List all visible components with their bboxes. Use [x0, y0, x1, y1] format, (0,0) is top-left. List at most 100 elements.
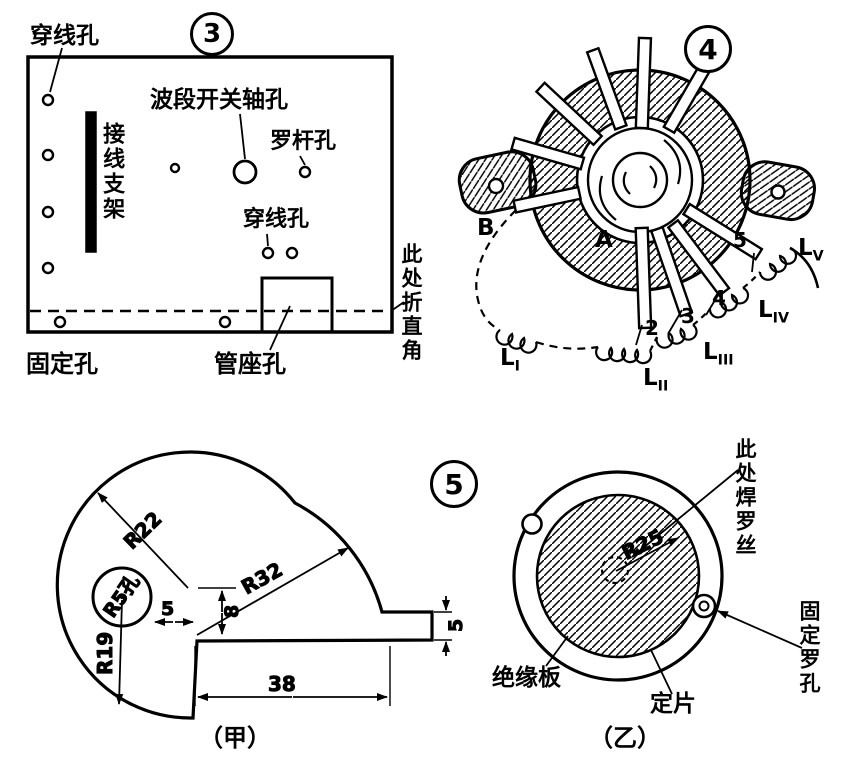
coil-sub: V	[812, 248, 824, 265]
fig3-wiring-bracket-bar	[85, 111, 97, 253]
fig4-slot-pins	[509, 36, 764, 330]
fig5-label-solder-here: 此处焊罗丝	[733, 438, 758, 558]
fig3-label-screw-rod-hole: 罗杆孔	[270, 129, 337, 154]
wire-hole	[41, 148, 55, 162]
fig5-number: 5	[444, 467, 464, 501]
fig5-yi-disc: R25	[512, 469, 803, 695]
fig3-label-wire-hole-mid: 穿线孔	[243, 207, 310, 232]
cam-dimensions	[97, 492, 452, 706]
fig3-label-wiring-bracket: 接线支架	[99, 122, 125, 222]
wire-hole	[41, 93, 55, 107]
fig5-label-stator-plate: 定片	[650, 691, 696, 717]
band-switch-shaft-hole	[232, 159, 258, 185]
tap-line-3	[667, 309, 683, 335]
coil-base: L	[758, 297, 773, 323]
fig5-number-badge: 5	[430, 460, 478, 508]
fig3-label-bend-right-angle-here: 此处折直角	[399, 243, 424, 363]
dim-line-r25	[615, 537, 679, 572]
fig5-yi-caption: （乙）	[589, 724, 661, 752]
fig4-tap-3: 3	[681, 304, 695, 328]
fig4-coil-label-L3: LIII	[703, 340, 734, 369]
coil-sub: IV	[772, 310, 789, 327]
fixing-hole	[53, 315, 67, 329]
fig3-leader-lines	[49, 47, 405, 351]
dim-text-r19: R19	[93, 632, 117, 675]
tap-pin-5	[681, 202, 764, 261]
disc-annotations	[545, 469, 803, 695]
fig3-label-tube-socket-hole: 管座孔	[214, 350, 286, 378]
dim-text-8: 8	[221, 605, 243, 618]
tap-line-2	[635, 324, 643, 346]
leader-insulation-board	[545, 635, 569, 667]
fixing-hole	[218, 315, 232, 329]
fig4-point-a: A	[595, 227, 613, 253]
fig3-label-wire-hole-top: 穿线孔	[30, 23, 99, 49]
fig4-rotor	[586, 126, 694, 234]
fig4-tap-5: 5	[733, 228, 747, 252]
coil-L5	[758, 246, 798, 281]
fig4-coil-label-L5: LV	[798, 236, 824, 265]
winding-link-dashed	[742, 271, 761, 289]
small-hole	[169, 162, 181, 174]
dim-text-5-left: 5	[161, 598, 174, 620]
leader-stator-plate	[650, 649, 673, 695]
fig4-winding	[475, 209, 820, 365]
coil-sub: III	[717, 352, 734, 369]
wire-hole	[261, 246, 275, 260]
disc-stator-plate	[535, 493, 701, 659]
tap-line-5	[751, 252, 755, 273]
tap-pin-2	[634, 226, 653, 330]
fig4-coil-label-L2: LII	[643, 366, 668, 395]
fig4-rotor-inner	[611, 151, 669, 209]
fig4-left-ear-hole	[487, 177, 505, 195]
dim-line-r22	[97, 492, 189, 589]
fig5-jia-cam: R22 R32 R5孔 R19 5 8 38 5	[55, 450, 468, 720]
fig4-rotor-slot	[598, 175, 617, 221]
coil-sub: II	[657, 378, 669, 395]
fig4-tap-4: 4	[712, 286, 726, 310]
coil-L3	[655, 324, 698, 349]
slot-pin	[585, 46, 629, 131]
slot-pin	[534, 81, 604, 147]
coil-base: L	[798, 235, 813, 261]
cam-hole-center-mark	[119, 594, 125, 600]
fig5-label-fixing-screw-hole: 固定罗孔	[797, 600, 822, 696]
dim-text-5-right: 5	[445, 619, 467, 632]
fig3-plate-outline	[26, 55, 394, 334]
disc-center-hole-dashed	[600, 555, 630, 585]
fig4-number: 4	[698, 32, 718, 66]
fig3-chassis-plate	[26, 47, 405, 351]
tap-pin-3	[649, 225, 694, 318]
leader-fixing-screw-hole	[717, 610, 803, 649]
fig3-tube-socket-tab	[260, 276, 334, 331]
fig4-rotor-slot	[663, 139, 682, 185]
fig4-coil-label-L1: LI	[500, 346, 520, 375]
disc-rim-hole	[521, 513, 543, 535]
fig3-label-band-switch-shaft-hole: 波段开关轴孔	[150, 87, 288, 113]
tap-line-4	[705, 291, 721, 316]
fig5-label-insulation-board: 绝缘板	[492, 665, 561, 691]
coil-base: L	[643, 365, 658, 391]
fig4-tap-2: 2	[645, 316, 659, 340]
fig4-rotor-hook	[622, 171, 631, 195]
slot-pin	[509, 136, 586, 171]
fig3-number-badge: 3	[190, 12, 234, 56]
dim-text-38: 38	[268, 672, 296, 696]
dim-line-r19	[115, 599, 124, 705]
slot-pin	[634, 36, 653, 130]
coil-L4	[708, 286, 750, 319]
fig4-point-b: B	[477, 215, 495, 241]
disc-fixing-screw-hole-inner	[698, 600, 710, 612]
fig4-right-ear-hole	[770, 184, 786, 200]
wire-hole	[285, 246, 299, 260]
screw-rod-hole	[298, 165, 312, 179]
winding-lead-dashed	[475, 209, 517, 331]
slot-pin	[512, 185, 583, 214]
coil-L1	[495, 329, 538, 354]
wire-hole	[41, 205, 55, 219]
winding-link-dashed	[535, 340, 599, 350]
cam-outline	[55, 450, 434, 720]
tap-pin-4	[666, 218, 731, 298]
fig3-number: 3	[202, 19, 222, 49]
